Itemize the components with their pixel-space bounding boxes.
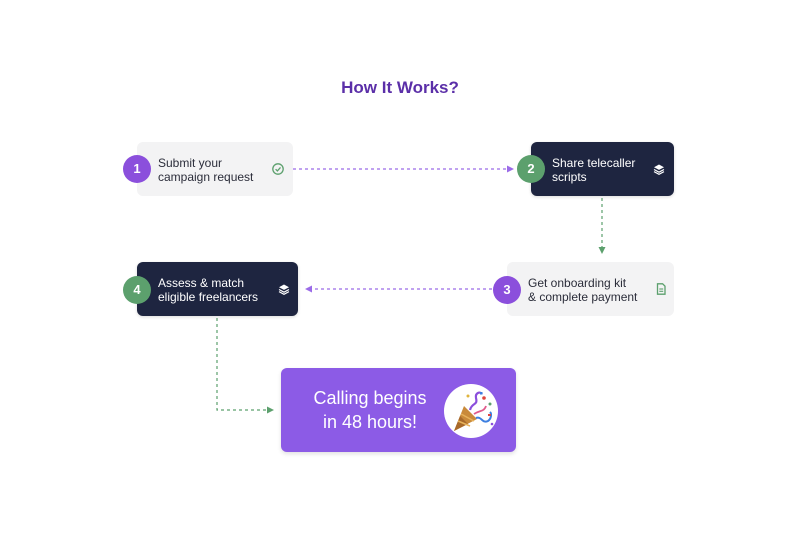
step-3-badge: 3 xyxy=(493,276,521,304)
layers-icon xyxy=(653,164,665,175)
step-2-label: Share telecaller scripts xyxy=(552,156,636,184)
party-popper-icon xyxy=(444,384,498,438)
step-2-card: Share telecaller scripts xyxy=(531,142,674,196)
step-4-badge: 4 xyxy=(123,276,151,304)
step-1-badge: 1 xyxy=(123,155,151,183)
page-title: How It Works? xyxy=(341,78,459,97)
step-4-label: Assess & match eligible freelancers xyxy=(158,276,259,304)
check-circle-icon xyxy=(272,163,284,175)
step-3-card: Get onboarding kit & complete payment xyxy=(507,262,674,316)
layers-icon xyxy=(278,284,290,295)
arrowhead-2-to-3 xyxy=(598,247,606,254)
document-icon xyxy=(656,283,666,295)
step-3-label: Get onboarding kit & complete payment xyxy=(528,276,638,304)
calling-begins-label: Calling begins in 48 hours! xyxy=(313,388,427,432)
arrowhead-3-to-4 xyxy=(305,285,312,293)
step-1-card: Submit your campaign request xyxy=(137,142,293,196)
step-4-card: Assess & match eligible freelancers xyxy=(137,262,298,316)
arrowhead-1-to-2 xyxy=(507,165,514,173)
step-1-label: Submit your campaign request xyxy=(158,156,254,184)
calling-begins-card: Calling begins in 48 hours! xyxy=(281,368,516,452)
step-2-badge: 2 xyxy=(517,155,545,183)
arrowhead-4-to-final xyxy=(267,406,274,414)
connector-4-to-final xyxy=(216,318,267,411)
